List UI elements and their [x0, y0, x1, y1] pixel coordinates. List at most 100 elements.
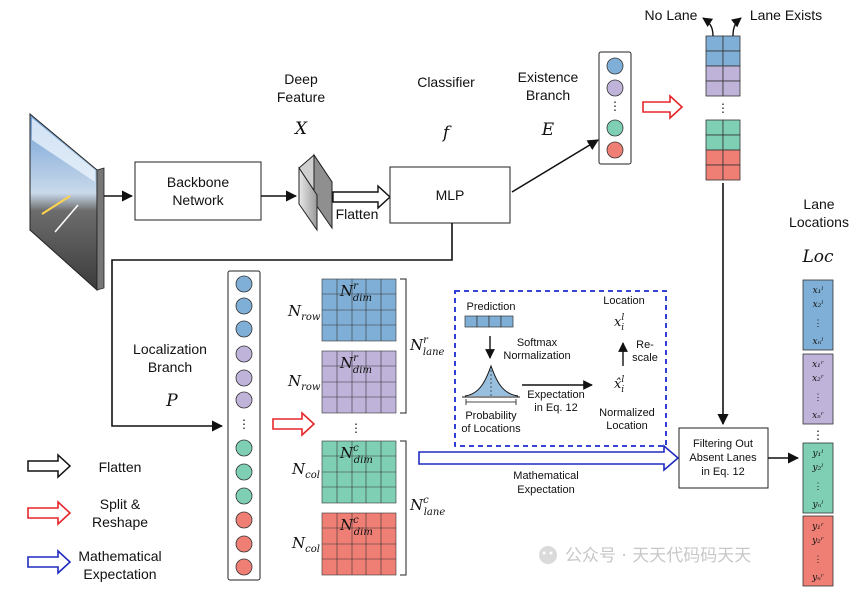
normalized-label-2: Location: [606, 420, 648, 432]
localization-symbol: P: [165, 391, 178, 411]
svg-text:x₁ʳ: x₁ʳ: [812, 360, 824, 370]
localization-vector: ⋮: [227, 270, 261, 581]
grid-row-purple: [321, 350, 397, 414]
loc-symbol: Loc: [801, 247, 834, 267]
math-expectation-label-2: Expectation: [517, 484, 574, 496]
loc-vector-blue: x₁ˡ x₂ˡ ⋮ xₙˡ: [802, 279, 834, 351]
watermark: 公众号 · 天天代码码天天: [539, 546, 751, 566]
svg-text:y₁ʳ: y₁ʳ: [811, 522, 824, 532]
filter-label-3: in Eq. 12: [701, 466, 744, 478]
normalized-label-1: Normalized: [599, 407, 655, 419]
svg-text:Ncol: Ncol: [291, 534, 320, 555]
legend-split-label-2: Reshape: [92, 514, 148, 530]
svg-text:⋮: ⋮: [814, 392, 823, 402]
rescale-label-2: scale: [632, 352, 658, 364]
svg-text:⋮: ⋮: [238, 417, 250, 431]
existence-grid: ⋮: [705, 35, 741, 181]
legend-flatten-arrow: [27, 453, 72, 479]
existence-label-2: Branch: [526, 87, 570, 103]
svg-text:xₙˡ: xₙˡ: [813, 337, 824, 347]
svg-text:⋮: ⋮: [814, 554, 823, 564]
arrow-mlp-to-existence: [511, 139, 599, 193]
svg-text:⋮: ⋮: [814, 481, 823, 491]
arrow-lane-exists: [731, 17, 742, 37]
loc-ellipsis: ⋮: [812, 428, 824, 442]
deep-feature-block: [298, 153, 333, 232]
legend-flatten-label: Flatten: [99, 459, 142, 475]
watermark-text: 公众号 · 天天代码码天天: [565, 546, 751, 566]
split-reshape-arrow-existence: [642, 94, 684, 120]
localization-label-1: Localization: [133, 341, 207, 357]
svg-text:x₂ˡ: x₂ˡ: [813, 300, 824, 310]
expectation-detail-box: [454, 290, 667, 447]
backbone-network-box: [134, 161, 262, 221]
deep-feature-label-2: Feature: [277, 89, 325, 105]
expectation-eq-label-2: in Eq. 12: [534, 402, 577, 414]
deep-feature-symbol: X: [293, 119, 308, 139]
svg-text:⋮: ⋮: [609, 99, 621, 113]
loc-vector-purple: x₁ʳ x₂ʳ ⋮ xₙʳ: [802, 353, 834, 425]
probability-label-1: Probability: [465, 410, 517, 422]
svg-text:x₂ʳ: x₂ʳ: [812, 374, 824, 384]
mlp-box: [389, 166, 511, 224]
deep-feature-label-1: Deep: [284, 71, 318, 87]
svg-text:x₁ˡ: x₁ˡ: [813, 286, 824, 296]
grid-ellipsis: ⋮: [350, 421, 362, 435]
lane-exists-label: Lane Exists: [750, 7, 822, 23]
svg-text:Nrow: Nrow: [287, 372, 321, 393]
prediction-label: Prediction: [467, 301, 516, 313]
classifier-label: Classifier: [417, 74, 475, 90]
filter-label-2: Absent Lanes: [689, 452, 757, 464]
no-lane-label: No Lane: [645, 7, 698, 23]
math-expectation-label-1: Mathematical: [513, 470, 578, 482]
existence-label-1: Existence: [518, 69, 579, 85]
existence-symbol: E: [541, 120, 555, 140]
loc-vector-red: y₁ʳ y₂ʳ ⋮ yₙʳ: [802, 515, 834, 587]
lane-locations-label-1: Lane: [803, 196, 834, 212]
svg-text:Nrow: Nrow: [287, 302, 321, 323]
lane-locations-label-2: Locations: [789, 214, 849, 230]
svg-text:yₙˡ: yₙˡ: [812, 500, 824, 510]
loc-vector-green: y₁ˡ y₂ˡ ⋮ yₙˡ: [802, 442, 834, 514]
expectation-eq-label-1: Expectation: [527, 389, 584, 401]
split-reshape-arrow-localization: [272, 411, 316, 437]
location-label: Location: [603, 295, 645, 307]
mlp-label: MLP: [436, 187, 465, 203]
softmax-label-2: Normalization: [503, 350, 570, 362]
prediction-bar: [464, 315, 514, 328]
math-expectation-arrow: [418, 444, 680, 472]
brackets-lane: [400, 278, 407, 576]
rescale-label-1: Re-: [636, 339, 654, 351]
svg-text:y₂ˡ: y₂ˡ: [812, 463, 824, 473]
backbone-label-2: Network: [172, 192, 224, 208]
existence-vector: ⋮: [598, 51, 632, 165]
svg-text:⋮: ⋮: [814, 318, 823, 328]
grid-col-green: [321, 440, 397, 504]
svg-text:⋮: ⋮: [717, 101, 729, 115]
grid-row-blue: [321, 278, 397, 342]
input-road-image: [29, 112, 105, 292]
classifier-symbol: f: [441, 123, 452, 143]
softmax-label-1: Softmax: [517, 337, 558, 349]
filter-label-1: Filtering Out: [693, 438, 753, 450]
svg-text:y₁ˡ: y₁ˡ: [812, 449, 824, 459]
probability-curve: [462, 364, 520, 405]
legend-split-arrow: [27, 500, 72, 526]
localization-label-2: Branch: [148, 359, 192, 375]
legend-split-label-1: Split &: [100, 496, 141, 512]
probability-label-2: of Locations: [461, 423, 521, 435]
n-row-col-labels: Nrow Nrow Ncol Ncol: [287, 302, 321, 555]
backbone-label-1: Backbone: [167, 174, 229, 190]
svg-text:yₙʳ: yₙʳ: [811, 573, 824, 583]
